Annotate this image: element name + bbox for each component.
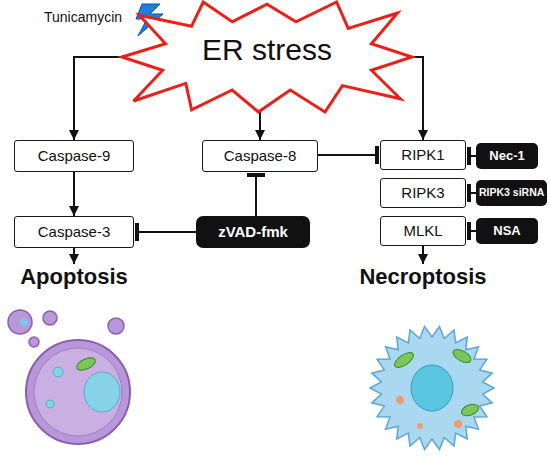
node-text: MLKL [403, 223, 442, 240]
outcome-label: Apoptosis [0, 264, 174, 290]
apoptotic-fragment [20, 318, 28, 326]
protein-box: RIPK1 [380, 140, 466, 170]
inhibitor-box: RIPK3 siRNA [476, 180, 547, 206]
inhibition-connector [137, 231, 196, 233]
cell-body [370, 326, 494, 449]
inhibitor-box: NSA [476, 218, 538, 244]
outcome-label: Necroptosis [323, 264, 523, 290]
apoptotic-body [29, 337, 39, 347]
cell-cytoplasm [34, 348, 122, 436]
inhibition-connector [469, 155, 476, 157]
node-text: Caspase-8 [224, 148, 297, 165]
activation-arrow [73, 172, 75, 216]
activation-arrow [259, 112, 261, 140]
protein-box: Caspase-8 [202, 140, 318, 172]
node-text: RIPK1 [401, 147, 444, 164]
cell-nucleus [411, 365, 453, 411]
mitochondrion [392, 350, 416, 371]
protein-box: MLKL [380, 216, 466, 246]
protein-box: RIPK3 [380, 178, 466, 208]
cell-vesicle [396, 396, 404, 404]
apoptotic-body [108, 318, 124, 334]
node-text: Caspase-3 [38, 224, 111, 241]
nuclear-fragment [46, 400, 54, 408]
inhibitor-box: zVAD-fmk [196, 216, 310, 248]
mitochondrion [460, 402, 480, 418]
inhibition-connector [255, 175, 257, 216]
apoptotic-cell [8, 310, 130, 444]
protein-box: Caspase-9 [14, 140, 134, 172]
inhibitor-box: Nec-1 [476, 143, 538, 169]
nuclear-fragment [53, 367, 63, 377]
inhibition-connector [469, 192, 476, 194]
node-text: RIPK3 [401, 185, 444, 202]
node-text: NSA [493, 224, 520, 238]
node-text: Caspase-9 [38, 148, 111, 165]
outcome-arrow [73, 248, 75, 264]
node-text: zVAD-fmk [218, 224, 288, 241]
protein-box: Caspase-3 [14, 216, 134, 248]
apoptotic-body [43, 311, 57, 325]
agent-label: Tunicamycin [44, 9, 122, 25]
burst-outline [122, 2, 412, 112]
cell-body [26, 340, 130, 444]
activation-arrow [74, 57, 122, 140]
outcome-arrow [422, 246, 424, 264]
node-text: RIPK3 siRNA [479, 187, 544, 199]
node-text: ER stress [202, 33, 332, 66]
cell-nucleus [84, 372, 120, 412]
inhibition-connector [318, 154, 377, 156]
cell-vesicle [454, 420, 462, 428]
stress-burst: ER stress [122, 2, 412, 112]
cell-vesicle [417, 423, 423, 429]
inhibition-connector [469, 230, 476, 232]
apoptotic-body [8, 310, 32, 334]
activation-arrow [412, 57, 423, 140]
necrotic-cell [370, 326, 494, 449]
node-text: Nec-1 [489, 149, 524, 163]
mitochondrion [75, 355, 97, 373]
mitochondrion [451, 347, 473, 366]
